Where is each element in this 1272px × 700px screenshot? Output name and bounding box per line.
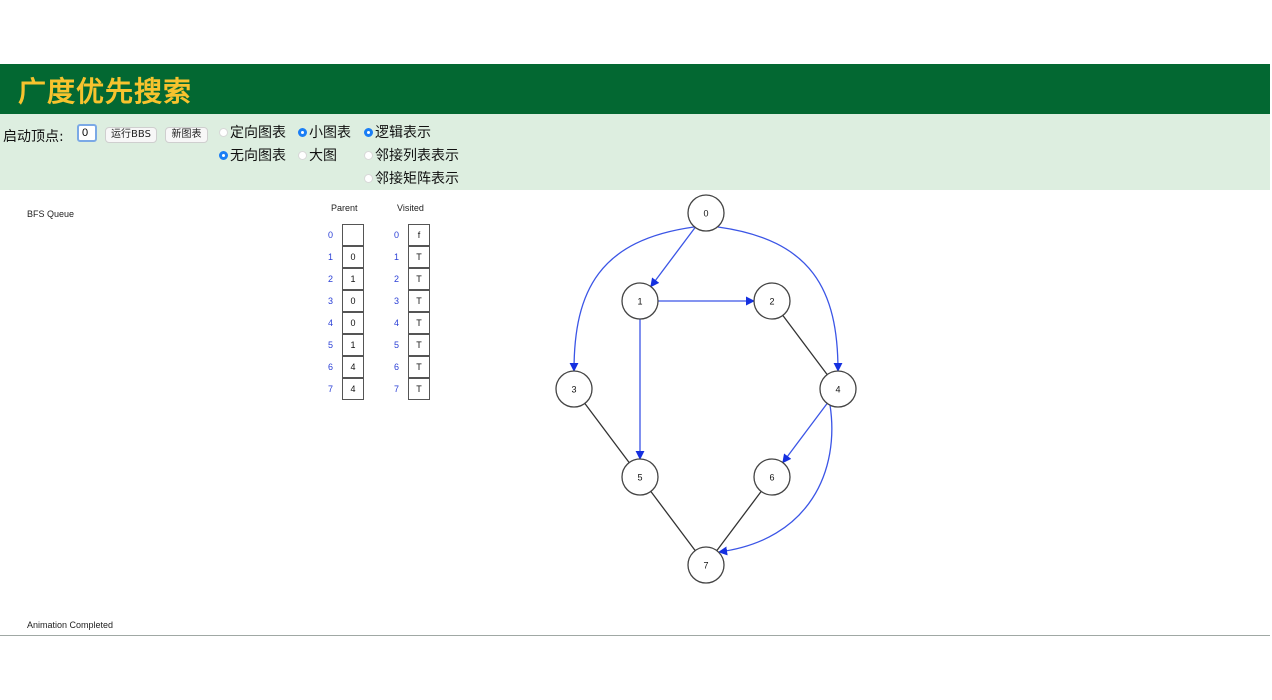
- divider: [0, 635, 1270, 636]
- radio-label: 小图表: [309, 125, 351, 141]
- visited-index: 1: [394, 252, 400, 262]
- tree-edge-4-7: [718, 404, 833, 556]
- node-label: 2: [769, 297, 774, 307]
- graph-node-6: 6: [753, 458, 791, 496]
- graph-node-2: 2: [753, 282, 791, 320]
- edge-2-4: [782, 315, 828, 375]
- radio-label: 无向图表: [230, 148, 286, 164]
- parent-array-title: Parent: [331, 203, 358, 213]
- visited-index: 5: [394, 340, 400, 350]
- parent-cell: [342, 224, 364, 246]
- radio-label: 定向图表: [230, 125, 286, 141]
- graph-edges: [569, 226, 843, 556]
- node-label: 4: [835, 385, 840, 395]
- control-panel: 启动顶点: 0 运行BBS 新图表 定向图表 无向图表 小图表 大图 逻辑表示 …: [0, 114, 1270, 190]
- radio-small-graph[interactable]: 小图表: [298, 122, 351, 142]
- visited-cell: T: [408, 246, 430, 268]
- radio-label: 邻接列表表示: [375, 148, 459, 164]
- parent-index: 3: [328, 296, 334, 306]
- visited-cell: T: [408, 312, 430, 334]
- parent-index: 4: [328, 318, 334, 328]
- edge-3-5: [584, 403, 630, 463]
- radio-unchecked-icon: [364, 150, 373, 160]
- visited-index: 0: [394, 230, 400, 240]
- graph-node-4: 4: [819, 370, 857, 408]
- new-graph-button[interactable]: 新图表: [165, 127, 208, 143]
- radio-checked-icon: [298, 127, 307, 137]
- graph-node-1: 1: [621, 282, 659, 320]
- run-bfs-button[interactable]: 运行BBS: [105, 127, 157, 143]
- radio-label: 邻接矩阵表示: [375, 171, 459, 187]
- graph-node-0: 0: [687, 194, 725, 232]
- radio-undirected-graph[interactable]: 无向图表: [219, 145, 286, 165]
- radio-unchecked-icon: [298, 150, 307, 160]
- tree-edge-0-3: [569, 226, 695, 372]
- visited-index: 6: [394, 362, 400, 372]
- visited-index: 4: [394, 318, 400, 328]
- visited-cell: f: [408, 224, 430, 246]
- radio-checked-icon: [364, 127, 373, 137]
- graph-node-3: 3: [555, 370, 593, 408]
- node-label: 5: [637, 473, 642, 483]
- radio-directed-graph[interactable]: 定向图表: [219, 122, 286, 142]
- page-title: 广度优先搜索: [18, 75, 193, 108]
- radio-adjacency-list[interactable]: 邻接列表表示: [364, 145, 459, 165]
- visited-index: 7: [394, 384, 400, 394]
- parent-index: 6: [328, 362, 334, 372]
- start-vertex-input[interactable]: 0: [77, 124, 97, 142]
- parent-index: 0: [328, 230, 334, 240]
- radio-logical-representation[interactable]: 逻辑表示: [364, 122, 431, 142]
- visited-cell: T: [408, 290, 430, 312]
- visited-cell: T: [408, 378, 430, 400]
- status-message: Animation Completed: [27, 620, 114, 630]
- node-label: 7: [703, 561, 708, 571]
- parent-cell: 1: [342, 268, 364, 290]
- radio-unchecked-icon: [219, 127, 228, 137]
- visited-cell: T: [408, 334, 430, 356]
- node-label: 6: [769, 473, 774, 483]
- parent-cell: 0: [342, 312, 364, 334]
- bfs-queue-label: BFS Queue: [27, 209, 75, 219]
- radio-label: 逻辑表示: [375, 125, 431, 141]
- parent-index: 2: [328, 274, 334, 284]
- graph-node-5: 5: [621, 458, 659, 496]
- parent-cell: 4: [342, 356, 364, 378]
- edge-6-7: [716, 491, 762, 551]
- start-vertex-label: 启动顶点:: [3, 129, 64, 145]
- radio-label: 大图: [309, 148, 337, 164]
- node-label: 1: [637, 297, 642, 307]
- parent-index: 7: [328, 384, 334, 394]
- visited-cell: T: [408, 268, 430, 290]
- radio-unchecked-icon: [364, 173, 373, 183]
- radio-checked-icon: [219, 150, 228, 160]
- parent-cell: 1: [342, 334, 364, 356]
- tree-edge-0-4: [717, 226, 843, 372]
- graph-nodes: 0 1 2 3 4 5 6 7: [555, 194, 857, 584]
- edge-5-7: [650, 491, 696, 551]
- parent-cell: 0: [342, 246, 364, 268]
- tree-edge-0-1: [650, 227, 696, 288]
- visited-index: 2: [394, 274, 400, 284]
- radio-adjacency-matrix[interactable]: 邻接矩阵表示: [364, 168, 459, 188]
- parent-cell: 0: [342, 290, 364, 312]
- visited-cell: T: [408, 356, 430, 378]
- radio-large-graph[interactable]: 大图: [298, 145, 337, 165]
- parent-cell: 4: [342, 378, 364, 400]
- app-header: 广度优先搜索: [0, 64, 1270, 114]
- parent-index: 5: [328, 340, 334, 350]
- node-label: 0: [703, 209, 708, 219]
- visited-array-title: Visited: [397, 203, 424, 213]
- parent-index: 1: [328, 252, 334, 262]
- node-label: 3: [571, 385, 576, 395]
- tree-edge-4-6: [782, 403, 828, 464]
- graph-node-7: 7: [687, 546, 725, 584]
- visited-index: 3: [394, 296, 400, 306]
